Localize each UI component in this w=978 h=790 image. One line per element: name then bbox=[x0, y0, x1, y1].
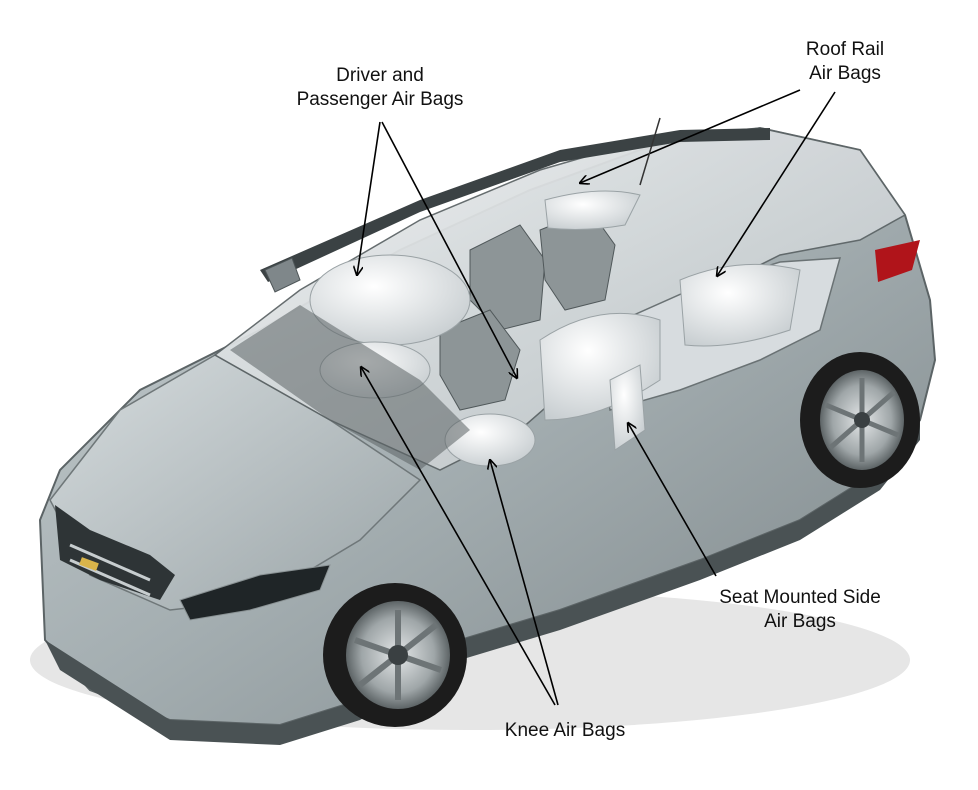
label-driver-line1: Driver and bbox=[336, 65, 424, 86]
lower-body bbox=[45, 420, 920, 745]
arrow-knee-right bbox=[490, 460, 559, 706]
label-knee-line1: Knee Air Bags bbox=[504, 720, 626, 741]
dashboard bbox=[230, 305, 470, 470]
callout-arrows bbox=[357, 89, 836, 706]
grille bbox=[55, 505, 175, 600]
label-knee-air-bags: Knee Air Bags bbox=[480, 719, 650, 743]
label-driver-passenger-air-bags: Driver and Passenger Air Bags bbox=[270, 64, 490, 112]
arrow-driver-left bbox=[357, 121, 381, 275]
headlight bbox=[179, 564, 331, 621]
arrow-knee-left bbox=[361, 367, 556, 706]
label-driver-line2: Passenger Air Bags bbox=[296, 89, 464, 110]
seats bbox=[439, 209, 616, 411]
label-seat-mounted-side-air-bags: Seat Mounted Side Air Bags bbox=[700, 586, 900, 634]
label-roof-rail-air-bags: Roof Rail Air Bags bbox=[770, 38, 920, 86]
label-roof-line1: Roof Rail bbox=[805, 39, 885, 60]
label-seat-line1: Seat Mounted Side bbox=[719, 587, 881, 608]
label-seat-line2: Air Bags bbox=[764, 611, 836, 632]
front-wheel bbox=[323, 583, 467, 727]
side-mirror bbox=[264, 257, 301, 293]
arrow-seat bbox=[628, 423, 717, 577]
label-roof-line2: Air Bags bbox=[809, 63, 881, 84]
arrow-driver-right bbox=[381, 121, 517, 378]
arrow-roof-left bbox=[580, 89, 801, 183]
rear-wheel bbox=[800, 352, 920, 488]
taillight bbox=[875, 240, 920, 282]
arrow-roof-right bbox=[717, 91, 836, 276]
antenna bbox=[639, 117, 661, 186]
